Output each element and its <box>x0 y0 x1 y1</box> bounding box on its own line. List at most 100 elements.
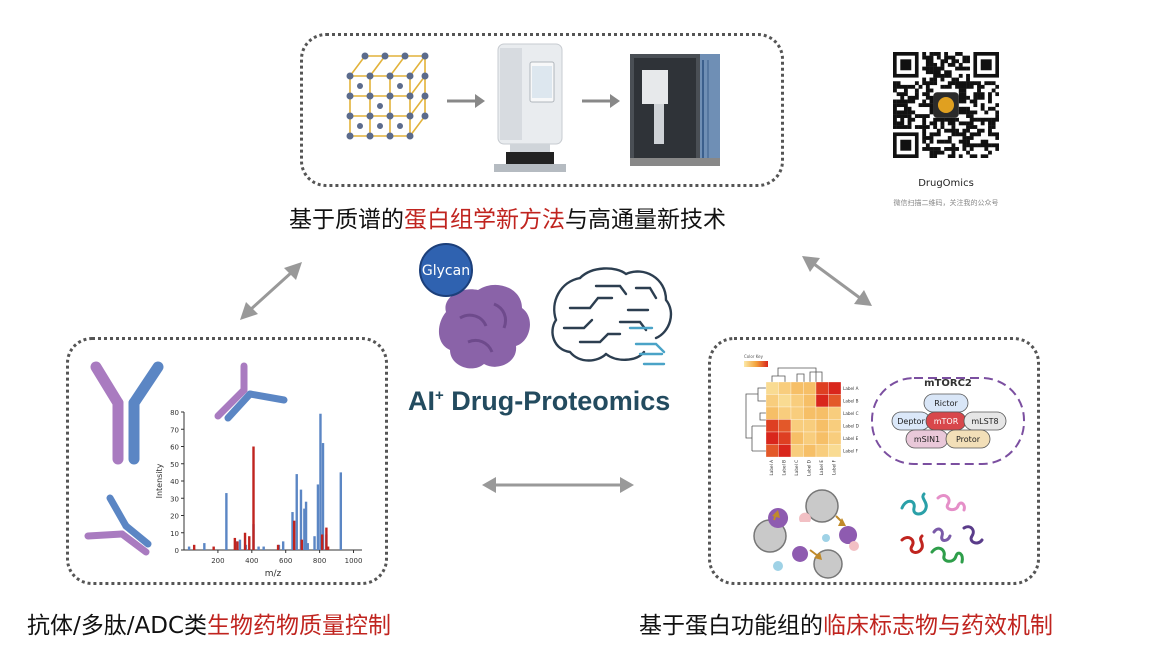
qr-module <box>962 81 967 86</box>
qr-module <box>936 128 941 133</box>
qr-module <box>973 95 978 100</box>
qr-module <box>922 147 927 151</box>
spectrum-bar <box>316 484 320 550</box>
qr-logo-mark <box>937 96 955 114</box>
qr-module <box>951 59 956 64</box>
spectrum-bar <box>238 539 242 550</box>
brand-rest: Drug-Proteomics <box>443 386 671 416</box>
double-arrow-icon <box>240 262 302 320</box>
qr-module <box>925 70 930 75</box>
qr-module <box>973 143 978 148</box>
heatmap-cell <box>765 381 779 395</box>
clinical-marker-box <box>708 337 1040 585</box>
qr-module <box>966 143 970 148</box>
x-axis-label: m/z <box>265 569 282 579</box>
heatmap-row-label: Label B <box>843 399 859 404</box>
heatmap-cell <box>803 406 817 420</box>
qr-module <box>936 147 941 151</box>
spectrum-bar <box>248 536 251 550</box>
qr-module <box>925 62 930 67</box>
qr-module <box>962 139 967 144</box>
qr-module <box>966 84 970 89</box>
qr-module <box>925 136 930 140</box>
complex-outline <box>871 377 1025 465</box>
qr-module <box>951 55 956 60</box>
qr-module <box>936 139 941 144</box>
qr-module <box>962 106 967 111</box>
qr-module <box>995 103 999 108</box>
qr-module <box>958 132 963 137</box>
qr-module <box>988 132 992 137</box>
qr-module <box>940 121 945 126</box>
qr-module <box>896 103 901 108</box>
qr-module <box>969 132 974 137</box>
y-tick-label: 50 <box>170 461 179 469</box>
heatmap-row-label: Label D <box>843 424 859 429</box>
heatmap-cell <box>765 406 779 420</box>
qr-module <box>900 125 905 129</box>
qr-module <box>973 117 978 122</box>
spectrum-bar <box>243 532 247 550</box>
qr-module <box>893 125 897 129</box>
qr-module <box>962 84 967 89</box>
heatmap-cell <box>790 419 804 433</box>
qr-module <box>929 154 934 158</box>
color-key-bar <box>744 361 768 367</box>
qr-module <box>922 139 927 144</box>
qr-module <box>893 106 897 111</box>
heatmap-cell <box>778 431 792 445</box>
qr-module <box>907 117 912 122</box>
row-dendrogram <box>745 387 766 452</box>
qr-module <box>893 110 897 115</box>
top-caption-suffix: 与高通量新技术 <box>565 207 726 233</box>
qr-module <box>958 84 963 89</box>
spectrum-bar <box>236 541 239 550</box>
y-tick-label: 40 <box>170 478 179 486</box>
spectrum-bar <box>339 472 343 550</box>
heatmap-cell <box>828 381 842 395</box>
qr-module <box>914 92 919 97</box>
x-tick-label: 1000 <box>345 557 363 565</box>
qr-module <box>958 88 963 93</box>
qr-module <box>929 136 934 140</box>
qr-module <box>955 81 959 86</box>
qr-module <box>988 92 992 97</box>
qr-module <box>918 84 923 89</box>
qr-module <box>896 81 901 86</box>
x-tick-label: 400 <box>245 557 258 565</box>
qr-module <box>947 55 952 60</box>
qr-module <box>896 110 901 115</box>
qr-module <box>977 95 981 100</box>
qr-module <box>977 132 981 137</box>
qr-module <box>936 66 941 71</box>
qr-module <box>922 114 927 118</box>
qr-module <box>969 121 974 126</box>
qr-module <box>944 59 949 64</box>
right-caption-prefix: 基于蛋白功能组的 <box>639 613 823 639</box>
qr-module <box>947 117 952 122</box>
qr-code[interactable] <box>893 52 999 158</box>
qr-module <box>951 147 956 151</box>
qr-module <box>951 132 956 137</box>
qr-module <box>893 121 897 126</box>
brand-plus: + <box>435 387 444 404</box>
qr-module <box>977 84 981 89</box>
qr-module <box>951 62 956 67</box>
qr-module <box>958 110 963 115</box>
qr-module <box>947 70 952 75</box>
heatmap-cell <box>803 431 817 445</box>
qr-module <box>977 92 981 97</box>
right-caption-highlight: 临床标志物与药效机制 <box>823 613 1053 639</box>
qr-module <box>903 125 908 129</box>
qr-module <box>951 77 956 82</box>
qr-module <box>966 66 970 71</box>
qr-module <box>936 52 941 56</box>
qr-module <box>893 114 897 118</box>
qr-module <box>900 84 905 89</box>
qr-module <box>958 99 963 104</box>
qr-module <box>980 143 985 148</box>
heatmap-cell <box>790 406 804 420</box>
qr-module <box>969 81 974 86</box>
qr-module <box>962 88 967 93</box>
qr-module <box>966 125 970 129</box>
